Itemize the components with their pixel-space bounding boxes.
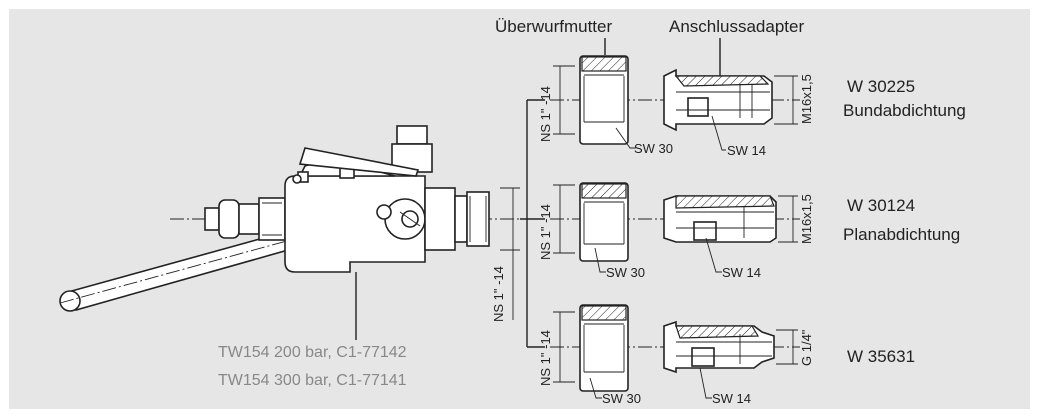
row1-sw-nut: SW 30 xyxy=(634,141,673,156)
row3-adapter xyxy=(663,320,775,374)
row2-adapter xyxy=(663,195,777,243)
valve-body xyxy=(284,125,490,273)
row2-article-code: W 30124 xyxy=(847,196,915,215)
row1-sw-adapter: SW 14 xyxy=(727,143,766,158)
option-row-3: NS 1" -14 SW 30 SW 14 G 1/4" W 35631 xyxy=(538,304,915,406)
row2-nut xyxy=(579,182,629,262)
valve-assembly: NS 1" -14 TW154 200 bar, C1-77142 TW154 … xyxy=(59,125,520,389)
row1-adapter xyxy=(663,68,773,132)
row3-sw-nut: SW 30 xyxy=(602,391,641,406)
row3-article-code: W 35631 xyxy=(847,347,915,366)
row3-sw-adapter: SW 14 xyxy=(712,391,751,406)
option-row-1: NS 1" -14 SW 30 SW 14 M16x1,5 xyxy=(538,55,966,158)
row1-nut xyxy=(579,55,629,145)
option-row-2: NS 1" -14 SW 30 SW 14 M16x1,5 W 30124 Pl… xyxy=(538,182,960,280)
row3-ns-label: NS 1" -14 xyxy=(538,330,553,386)
row3-nut xyxy=(579,304,629,392)
row1-thread-label: M16x1,5 xyxy=(799,74,814,124)
row2-sw-nut: SW 30 xyxy=(606,265,645,280)
row1-article-code: W 30225 xyxy=(847,77,915,96)
row2-thread-label: M16x1,5 xyxy=(799,194,814,244)
valve-caption-300bar: TW154 300 bar, C1-77141 xyxy=(218,372,407,389)
valve-caption-200bar: TW154 200 bar, C1-77142 xyxy=(218,344,407,361)
row2-seal-type: Planabdichtung xyxy=(843,225,960,244)
row1-ns-label: NS 1" -14 xyxy=(538,86,553,142)
option-bracket xyxy=(520,99,545,348)
row2-ns-label: NS 1" -14 xyxy=(538,204,553,260)
drawing-background xyxy=(9,9,1030,409)
valve-inlet-fitting xyxy=(204,197,286,241)
valve-ns-label: NS 1" -14 xyxy=(491,266,506,322)
row1-seal-type: Bundabdichtung xyxy=(843,101,966,120)
label-ueberwurfmutter: Überwurfmutter xyxy=(495,17,612,36)
row3-thread-label: G 1/4" xyxy=(799,329,814,366)
row2-sw-adapter: SW 14 xyxy=(722,265,761,280)
label-anschlussadapter: Anschlussadapter xyxy=(669,17,804,36)
